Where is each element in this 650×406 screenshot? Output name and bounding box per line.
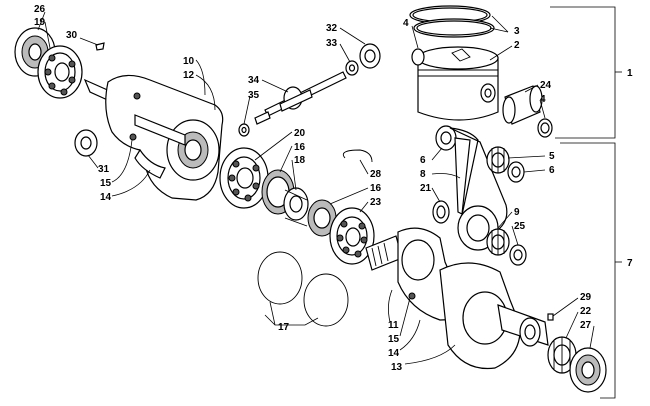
thrust-washer-6 (507, 161, 525, 183)
ball-bearing-23 (329, 207, 375, 265)
crank-half-left (83, 74, 224, 201)
callout-6-right: 6 (549, 165, 555, 176)
main-bearing-left (14, 27, 83, 99)
callout-14-right: 14 (388, 348, 400, 359)
piston-pin-24 (502, 85, 543, 125)
washer-35 (238, 123, 250, 137)
callout-8: 8 (420, 169, 426, 180)
oil-seal-32-33 (345, 43, 381, 76)
callout-15-right: 15 (388, 334, 400, 345)
callout-3: 3 (514, 26, 520, 37)
callout-18: 18 (294, 155, 306, 166)
crank-half-right (365, 227, 549, 370)
callout-26: 26 (34, 4, 46, 15)
callout-4-top: 4 (403, 18, 409, 29)
callout-16-b: 16 (370, 183, 382, 194)
callout-15-left: 15 (100, 178, 112, 189)
callout-19: 19 (34, 17, 46, 28)
thrust-washer-25 (509, 244, 527, 266)
piston-2 (417, 46, 499, 121)
callout-25: 25 (514, 221, 526, 232)
callout-5: 5 (549, 151, 555, 162)
piston-rings-3 (409, 5, 495, 38)
o-ring-17-left (257, 251, 303, 305)
callout-23: 23 (370, 197, 382, 208)
woodruff-key-30 (95, 42, 105, 51)
bracket-group-1 (550, 6, 622, 139)
callout-31: 31 (98, 164, 110, 175)
callout-20: 20 (294, 128, 306, 139)
needle-bearing-5 (486, 146, 510, 174)
drive-shaft-34 (254, 71, 347, 125)
callout-33: 33 (326, 38, 338, 49)
seal-16-right (307, 199, 337, 237)
callout-12: 12 (183, 70, 195, 81)
callout-30: 30 (66, 30, 78, 41)
needle-bearing-9 (486, 228, 510, 256)
callout-32: 32 (326, 23, 338, 34)
callout-34: 34 (248, 75, 260, 86)
washer-21 (432, 200, 450, 224)
main-bearing-27 (569, 347, 607, 393)
retaining-ring-28 (342, 149, 373, 163)
callout-2: 2 (514, 40, 520, 51)
callout-14-left: 14 (100, 192, 112, 203)
callout-16-a: 16 (294, 142, 306, 153)
callout-21: 21 (420, 183, 432, 194)
bracket-group-7 (560, 142, 622, 399)
leader-lines (37, 11, 595, 365)
callout-24: 24 (540, 80, 552, 91)
callout-9: 9 (514, 207, 520, 218)
callout-29: 29 (580, 292, 592, 303)
circlip-4-side (537, 118, 553, 138)
ball-bearing-20 (219, 147, 269, 209)
o-ring-17-right (303, 273, 349, 327)
callout-35: 35 (248, 90, 260, 101)
callout-7: 7 (627, 258, 633, 269)
labyrinth-seal-16-18 (261, 169, 309, 227)
callout-27: 27 (580, 320, 592, 331)
key-29 (547, 313, 554, 321)
callout-28: 28 (370, 169, 382, 180)
callout-11: 11 (388, 320, 399, 331)
callout-labels: 26 19 30 10 12 31 15 14 32 33 34 35 4 3 … (34, 4, 633, 373)
callout-10: 10 (183, 56, 195, 67)
callout-17: 17 (278, 322, 290, 333)
callout-13: 13 (391, 362, 403, 373)
callout-4-side: 4 (540, 94, 546, 105)
thrust-washer-31 (74, 129, 98, 157)
callout-6-left: 6 (420, 155, 426, 166)
callout-1: 1 (627, 68, 633, 79)
circlip-4-top (411, 48, 425, 66)
callout-22: 22 (580, 306, 592, 317)
